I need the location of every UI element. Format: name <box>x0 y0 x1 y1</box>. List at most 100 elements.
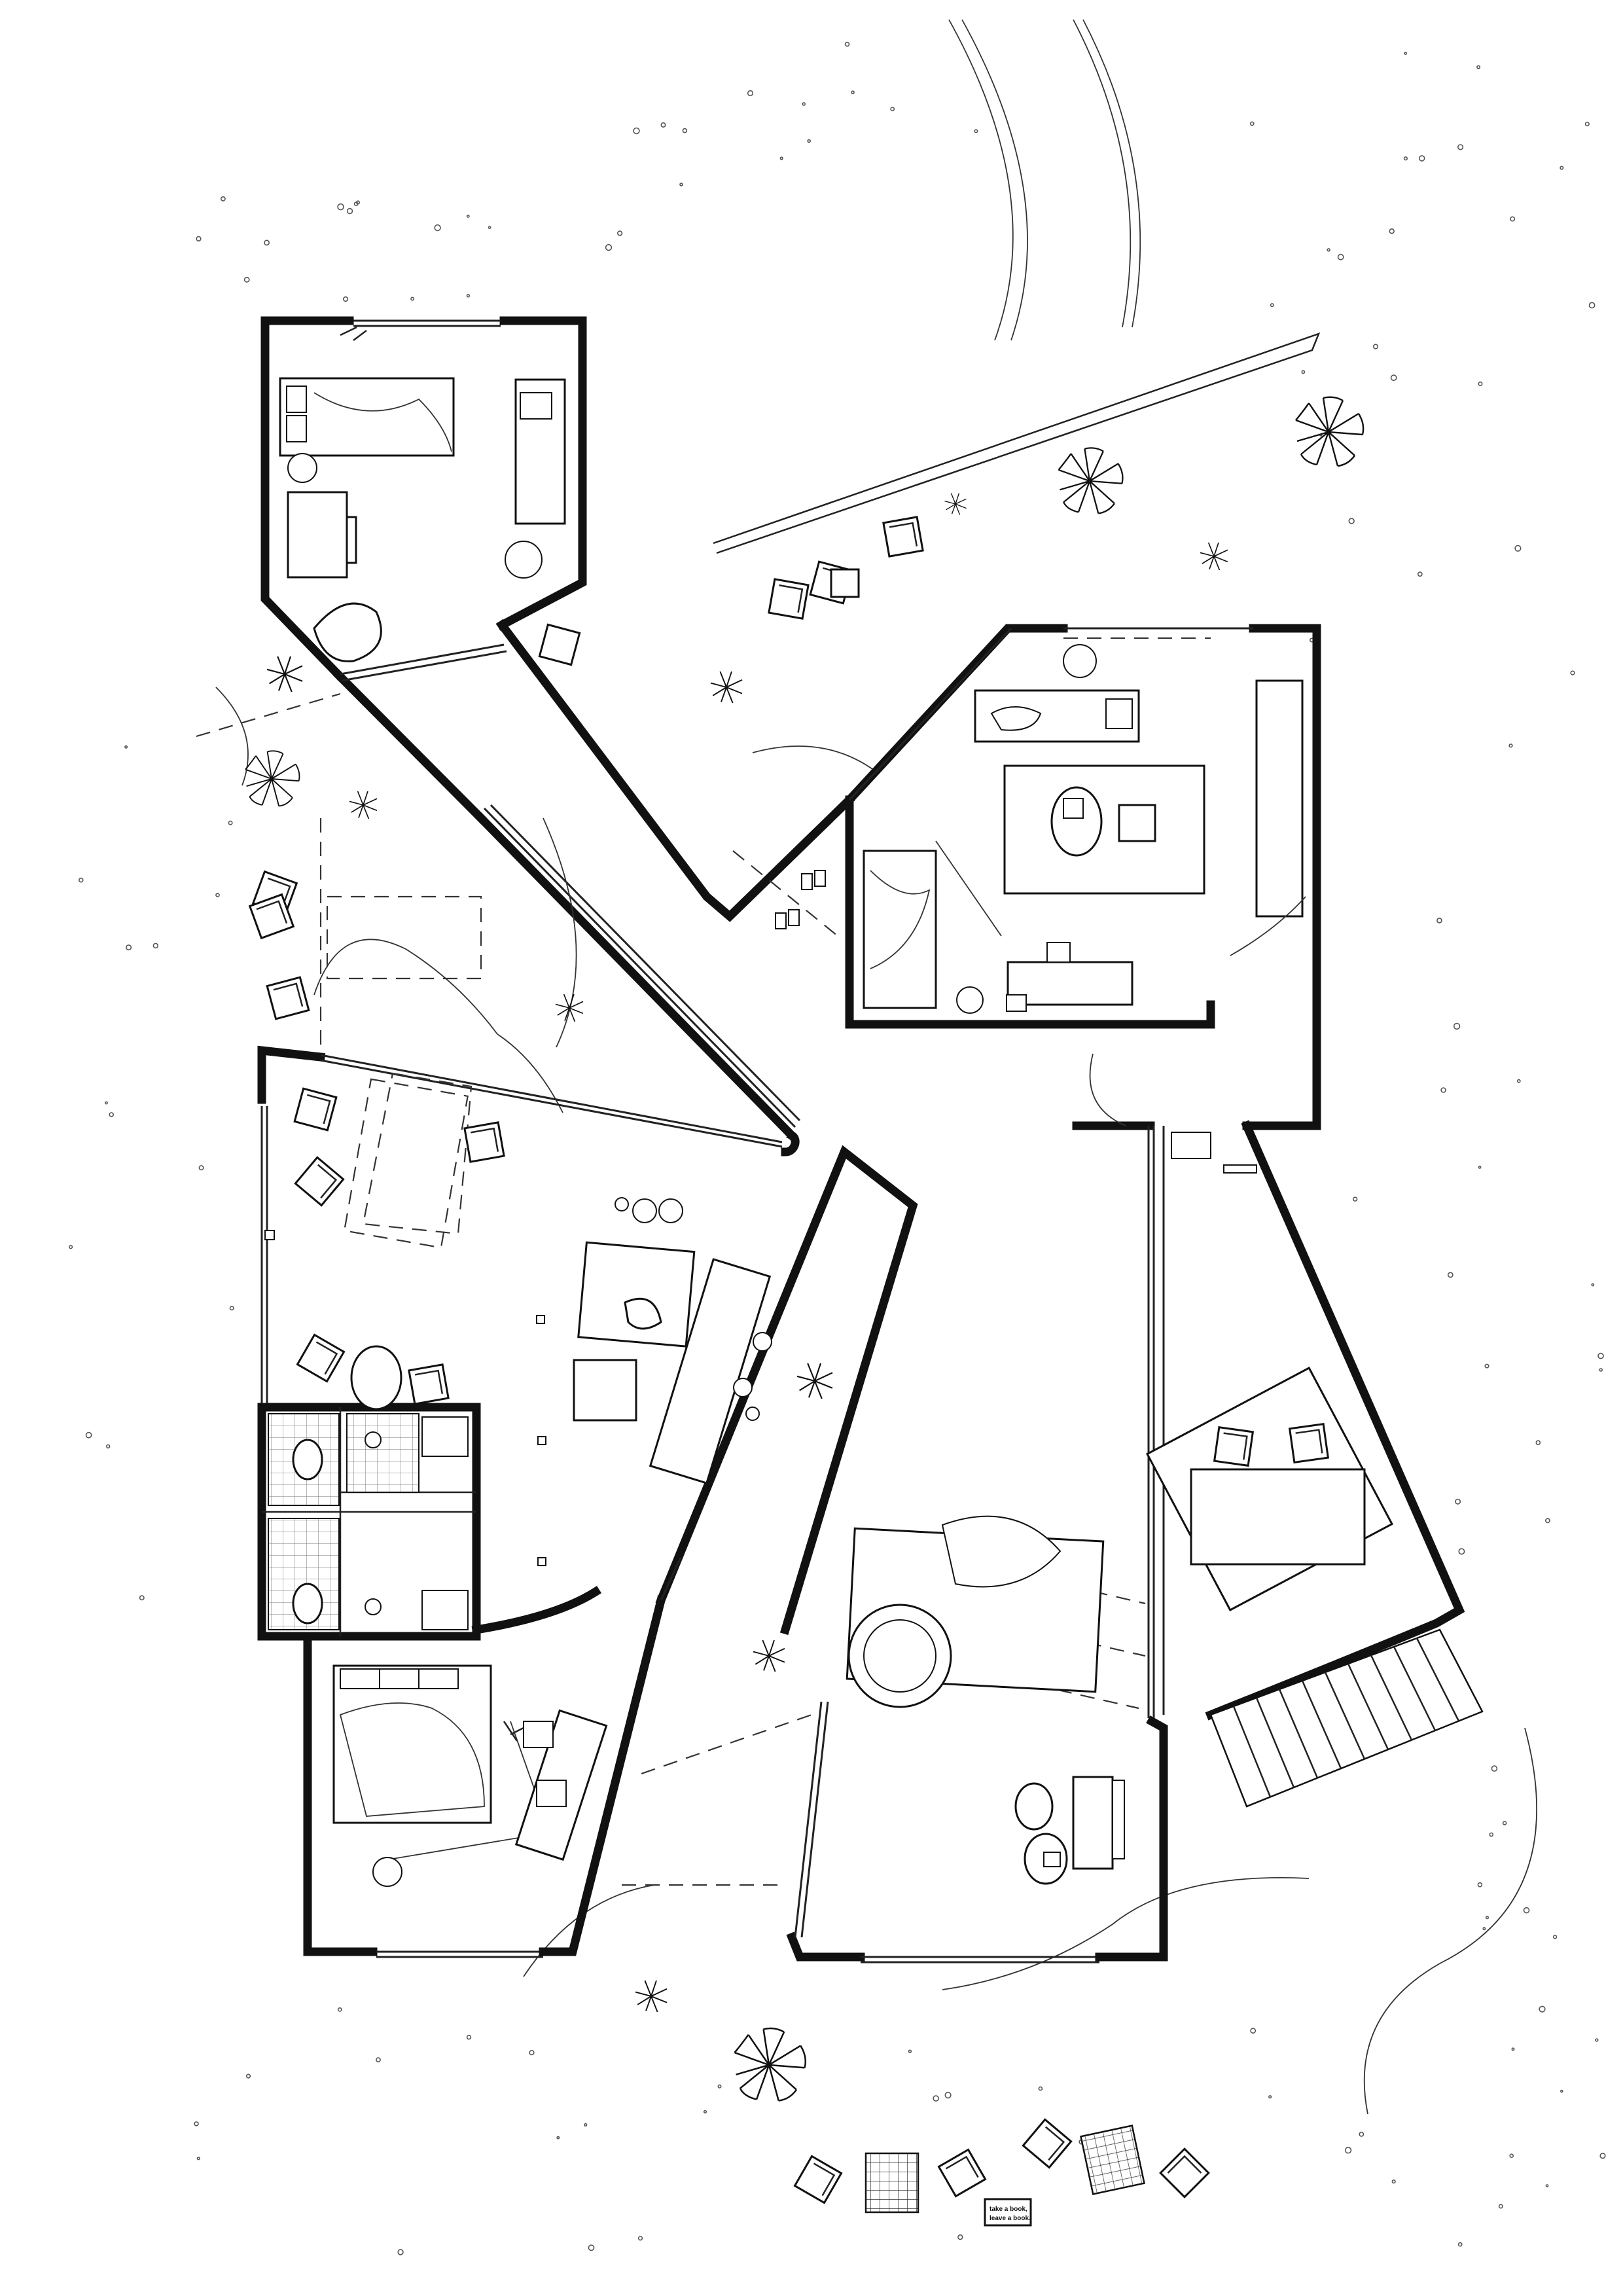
pebble <box>488 226 491 230</box>
pebble <box>682 128 688 134</box>
dining-area <box>252 870 772 1566</box>
pebble <box>152 942 159 949</box>
pebble <box>1249 121 1255 126</box>
pebble <box>346 207 353 215</box>
pebble <box>229 1306 234 1311</box>
pebble <box>124 745 128 749</box>
pebble <box>1458 1548 1465 1555</box>
stair-tread <box>1301 1680 1342 1769</box>
pebble <box>1570 670 1575 675</box>
pebble <box>1250 2028 1257 2034</box>
pebble <box>1539 2005 1546 2013</box>
pebble <box>890 107 895 111</box>
pebble <box>1391 2179 1396 2184</box>
pebble <box>1327 248 1330 252</box>
book-exchange-sign: take a book, leave a book. <box>984 2198 1032 2227</box>
pebble <box>1510 216 1516 222</box>
pebble <box>109 1112 114 1117</box>
pebble <box>337 203 344 211</box>
pebble <box>196 236 202 242</box>
plant-icon <box>944 492 967 516</box>
pebble <box>605 243 613 251</box>
pebble <box>196 2157 200 2161</box>
pebble <box>1477 1882 1483 1888</box>
pebble <box>1344 2147 1352 2154</box>
stair-tread <box>1347 1663 1389 1750</box>
pebble <box>139 1595 145 1601</box>
stair-tread <box>1278 1689 1319 1778</box>
pebble <box>1436 918 1442 924</box>
pebble <box>466 214 470 218</box>
pebble <box>1478 1166 1482 1169</box>
pebble <box>588 2244 595 2251</box>
pebble <box>1301 370 1306 374</box>
pebble <box>529 2050 535 2056</box>
pebble <box>1485 1916 1489 1920</box>
pebble <box>1599 1368 1603 1372</box>
pebble <box>1516 1079 1521 1083</box>
pebble <box>1544 1518 1550 1524</box>
pebble <box>397 2249 404 2255</box>
pebble <box>245 2073 251 2079</box>
pebble <box>1508 744 1513 748</box>
pebble <box>79 877 84 883</box>
pebble <box>1268 2095 1272 2099</box>
pebble <box>1453 1022 1461 1030</box>
stair-tread <box>1232 1706 1272 1797</box>
pebble <box>703 2109 707 2114</box>
pebble <box>1514 545 1522 552</box>
pebble <box>1588 302 1596 309</box>
pebble <box>1560 2089 1563 2093</box>
stair-tread <box>1393 1646 1436 1731</box>
pebble <box>1509 2153 1514 2158</box>
pebble <box>1270 303 1274 308</box>
pebble <box>410 296 415 301</box>
pebble <box>376 2057 381 2062</box>
pebble <box>1403 156 1408 161</box>
pebble <box>1597 1352 1604 1359</box>
site-landscape <box>215 19 1537 2115</box>
plant-icon <box>734 2027 807 2102</box>
plant-icon <box>753 1640 785 1672</box>
pebble <box>1498 2204 1503 2209</box>
pebble <box>1595 2038 1599 2042</box>
plant-icon <box>796 1362 834 1400</box>
pebble <box>1389 228 1395 234</box>
outdoor-seating-top <box>249 516 924 939</box>
pebble <box>1502 1821 1507 1825</box>
pebble <box>1390 374 1397 382</box>
pebble <box>908 2049 912 2053</box>
pebble <box>633 127 640 135</box>
stair-tread <box>1255 1697 1295 1788</box>
pebble <box>679 183 683 187</box>
pebble <box>637 2236 643 2241</box>
pebble <box>1353 1196 1358 1202</box>
plant-icon <box>1294 396 1364 467</box>
pebble <box>85 1431 92 1439</box>
pebble <box>1491 1765 1498 1772</box>
pebble <box>466 294 471 298</box>
plant-icon <box>710 671 743 704</box>
pebble <box>353 202 359 206</box>
pebble <box>342 296 349 302</box>
pebble <box>126 944 132 951</box>
pebble <box>779 156 783 160</box>
pebble <box>1523 1907 1530 1914</box>
pebble <box>844 41 850 47</box>
pebble <box>1348 518 1355 524</box>
pebble <box>1511 2047 1515 2051</box>
pebble <box>68 1245 73 1249</box>
pebble <box>228 820 233 825</box>
pebble <box>1484 1363 1489 1369</box>
plant-icon <box>245 750 300 807</box>
pebble <box>802 102 806 106</box>
stair-tread <box>1370 1655 1413 1741</box>
pebble <box>466 2034 472 2040</box>
right-wing-table <box>1145 1132 1394 1611</box>
pebble <box>616 230 623 236</box>
sign-line-2: leave a book. <box>990 2215 1031 2222</box>
shoe-rack <box>775 870 826 929</box>
plant-icon <box>635 1980 668 2013</box>
bedroom-top-right <box>775 644 1306 1014</box>
sign-line-1: take a book, <box>990 2206 1027 2213</box>
